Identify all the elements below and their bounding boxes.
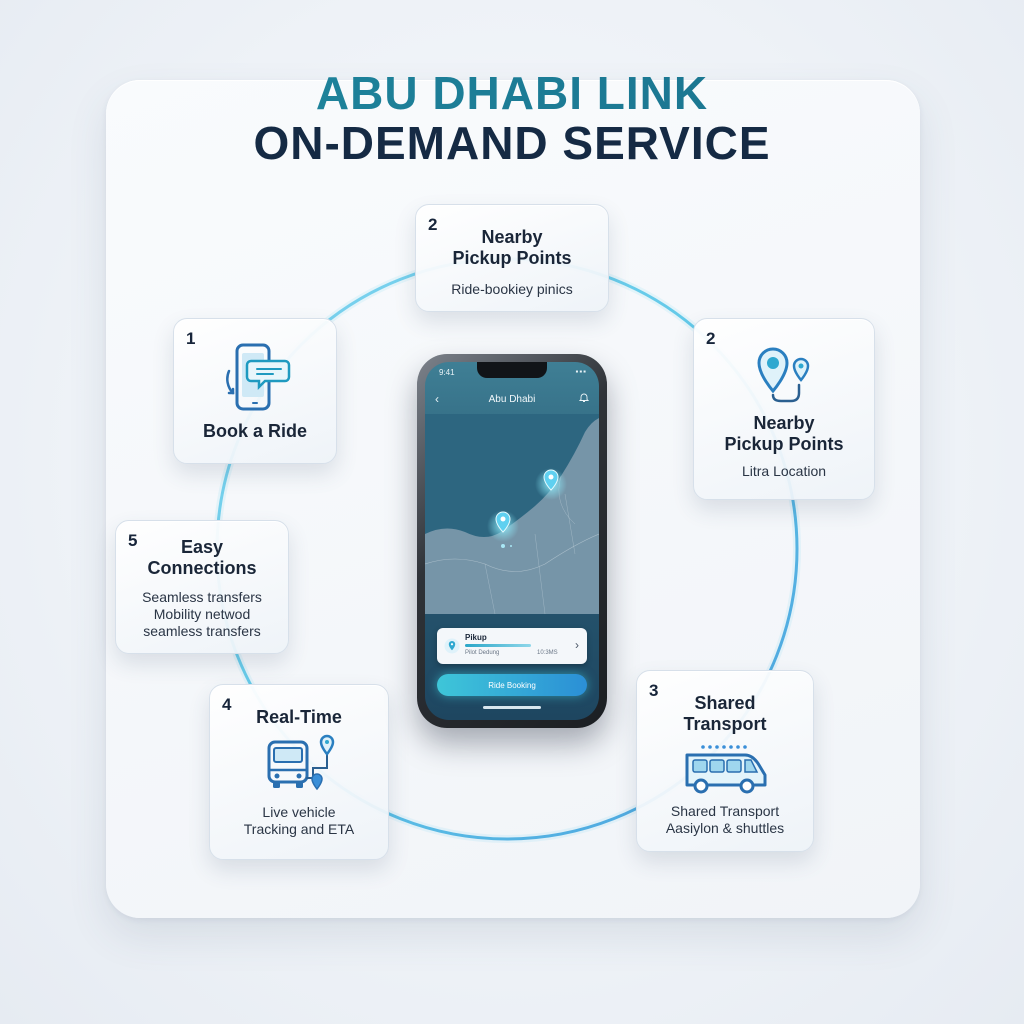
card-description: Aasiylon & shuttles	[665, 820, 785, 836]
card-shared-transport[interactable]: 3 Shared Transport Shared Transport Aasi…	[636, 670, 814, 852]
step-number: 2	[706, 329, 716, 348]
pickup-card[interactable]: Pikup Pilot Dedung 10:3MS ›	[437, 628, 587, 664]
pickup-progress-bar	[465, 644, 531, 647]
shuttle-van-icon	[685, 745, 767, 794]
card-description: Live vehicle	[262, 804, 336, 820]
card-easy-connections[interactable]: 5 Easy Connections Seamless transfers Mo…	[115, 520, 289, 654]
pickup-subtitle: Pilot Dedung	[465, 650, 500, 656]
app-title: Abu Dhabi	[488, 394, 536, 405]
status-time: 9:41	[439, 368, 455, 377]
step-number: 2	[428, 215, 438, 234]
card-description: Ride-bookiey pinics	[451, 281, 573, 297]
card-title: Book a Ride	[202, 421, 308, 441]
card-title: Pickup Points	[452, 248, 572, 268]
location-pin-icon	[444, 638, 460, 654]
phone-notch	[477, 362, 547, 378]
card-description: Tracking and ETA	[243, 821, 355, 837]
card-title: Nearby	[481, 227, 543, 247]
chevron-right-icon: ›	[575, 638, 579, 652]
ride-booking-button[interactable]: Ride Booking	[437, 674, 587, 696]
card-title: Nearby	[753, 413, 815, 433]
pickup-time: 10:3MS	[537, 650, 558, 656]
phone-screen: 9:41 ▪▪▪ ‹ Abu Dhabi	[425, 362, 599, 720]
status-icons: ▪▪▪	[575, 367, 587, 376]
phone-chat-icon	[226, 343, 291, 411]
back-icon[interactable]: ‹	[435, 392, 439, 406]
card-description: Seamless transfers	[142, 589, 262, 605]
phone-mockup: 9:41 ▪▪▪ ‹ Abu Dhabi	[417, 354, 607, 728]
card-description: Shared Transport	[670, 803, 780, 819]
title-line-2: ON-DEMAND SERVICE	[253, 117, 771, 169]
step-number: 3	[649, 681, 659, 700]
location-pins-icon	[757, 347, 810, 403]
app-bar: ‹ Abu Dhabi	[425, 390, 599, 410]
card-title: Pickup Points	[724, 434, 844, 454]
title-line-1: ABU DHABI LINK	[0, 66, 1024, 120]
card-real-time[interactable]: 4 Real-Time Live vehicle Tracking and ET…	[209, 684, 389, 860]
card-book-a-ride[interactable]: 1 Book a Ride	[173, 318, 337, 464]
card-title: Easy	[180, 537, 224, 557]
map-view[interactable]	[425, 414, 599, 614]
home-indicator	[483, 706, 541, 709]
card-description: Mobility netwod	[153, 606, 251, 622]
pickup-label: Pikup	[465, 633, 487, 642]
step-number: 1	[186, 329, 196, 348]
bus-route-icon	[267, 734, 335, 791]
bell-icon[interactable]	[579, 393, 589, 403]
card-title: Connections	[147, 558, 257, 578]
step-number: 5	[128, 531, 138, 550]
step-number: 4	[222, 695, 232, 714]
card-nearby-pickup-top[interactable]: 2 Nearby Pickup Points Ride-bookiey pini…	[415, 204, 609, 312]
card-description: Litra Location	[741, 463, 827, 479]
card-description: seamless transfers	[143, 623, 261, 639]
card-title: Real-Time	[256, 707, 342, 727]
card-title: Shared	[694, 693, 756, 713]
card-title: Transport	[683, 714, 767, 734]
card-nearby-pickup-right[interactable]: 2 Nearby Pickup Points Litra Location	[693, 318, 875, 500]
